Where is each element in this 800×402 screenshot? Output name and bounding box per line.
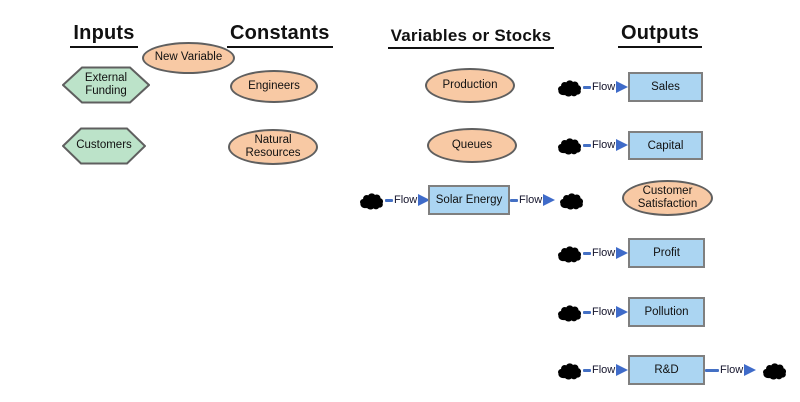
node-pollution[interactable]: Pollution — [628, 297, 705, 327]
flow-arrowhead-icon — [616, 81, 629, 93]
flow-line — [583, 368, 591, 372]
node-profit[interactable]: Profit — [628, 238, 705, 268]
hexagon-shape — [62, 66, 150, 104]
cloud-icon — [558, 304, 582, 322]
flow-line — [510, 198, 518, 202]
header-outputs: Outputs — [610, 22, 710, 48]
header-inputs: Inputs — [54, 22, 154, 48]
node-label: External Funding — [84, 71, 128, 97]
cloud-icon — [360, 192, 384, 210]
cloud-icon — [560, 192, 584, 210]
cloud-icon — [558, 137, 582, 155]
flow-arrowhead-icon — [543, 194, 556, 206]
cloud-icon — [558, 79, 582, 97]
header-variables-label: Variables or Stocks — [387, 26, 555, 49]
flow-line — [583, 310, 591, 314]
flow-label: Flow — [720, 364, 744, 376]
node-rd[interactable]: R&D — [628, 355, 705, 385]
node-label: Profit — [653, 247, 680, 259]
node-label: Engineers — [248, 79, 300, 92]
flow-arrowhead-icon — [418, 194, 431, 206]
node-label: Customer Satisfaction — [637, 184, 698, 210]
header-constants: Constants — [227, 22, 333, 48]
flow-label: Flow — [592, 81, 616, 93]
flow-in-pollution[interactable]: Flow — [556, 301, 629, 323]
node-queues[interactable]: Queues — [427, 128, 517, 163]
node-label: R&D — [654, 364, 679, 376]
flow-label: Flow — [394, 194, 418, 206]
node-label: Queues — [451, 138, 493, 151]
flow-label: Flow — [592, 306, 616, 318]
flow-label: Flow — [592, 247, 616, 259]
flow-in-profit[interactable]: Flow — [556, 242, 629, 264]
node-external-funding[interactable]: External Funding — [62, 66, 150, 104]
cloud-icon — [558, 245, 582, 263]
node-solar-energy[interactable]: Solar Energy — [428, 185, 510, 215]
flow-line — [583, 251, 591, 255]
node-engineers[interactable]: Engineers — [230, 70, 318, 103]
header-constants-label: Constants — [227, 22, 333, 48]
flow-line — [583, 85, 591, 89]
node-production[interactable]: Production — [425, 68, 515, 103]
flow-in-rd[interactable]: Flow — [556, 359, 629, 381]
node-label: Sales — [651, 81, 680, 93]
flow-label: Flow — [592, 364, 616, 376]
flow-line — [705, 368, 719, 372]
flow-in-solar-energy[interactable]: Flow — [358, 189, 431, 211]
flow-in-capital[interactable]: Flow — [556, 134, 629, 156]
flow-out-solar-energy[interactable]: Flow — [510, 189, 585, 211]
flow-line — [583, 143, 591, 147]
node-label: Pollution — [644, 306, 689, 318]
node-capital[interactable]: Capital — [628, 131, 703, 160]
flow-label: Flow — [519, 194, 543, 206]
flow-arrowhead-icon — [616, 306, 629, 318]
cloud-icon — [763, 362, 787, 380]
node-label: New Variable — [154, 51, 223, 64]
header-outputs-label: Outputs — [617, 22, 703, 48]
node-customers[interactable]: Customers — [62, 127, 146, 165]
header-inputs-label: Inputs — [70, 22, 138, 48]
flow-arrowhead-icon — [616, 139, 629, 151]
flow-out-rd[interactable]: Flow — [705, 359, 788, 381]
node-sales[interactable]: Sales — [628, 72, 703, 102]
flow-in-sales[interactable]: Flow — [556, 76, 629, 98]
node-label: Capital — [647, 139, 684, 152]
hexagon-shape — [62, 127, 146, 165]
node-label: Natural Resources — [245, 133, 301, 159]
node-customer-satisfaction[interactable]: Customer Satisfaction — [622, 180, 713, 216]
flow-line — [385, 198, 393, 202]
flow-label: Flow — [592, 139, 616, 151]
node-natural-resources[interactable]: Natural Resources — [228, 129, 318, 165]
header-variables-or-stocks: Variables or Stocks — [381, 26, 561, 49]
node-label: Customers — [76, 139, 132, 152]
node-label: Solar Energy — [435, 194, 503, 206]
flow-arrowhead-icon — [744, 364, 757, 376]
flow-arrowhead-icon — [616, 364, 629, 376]
node-label: Production — [442, 78, 498, 91]
flow-arrowhead-icon — [616, 247, 629, 259]
node-new-variable[interactable]: New Variable — [142, 42, 235, 74]
cloud-icon — [558, 362, 582, 380]
